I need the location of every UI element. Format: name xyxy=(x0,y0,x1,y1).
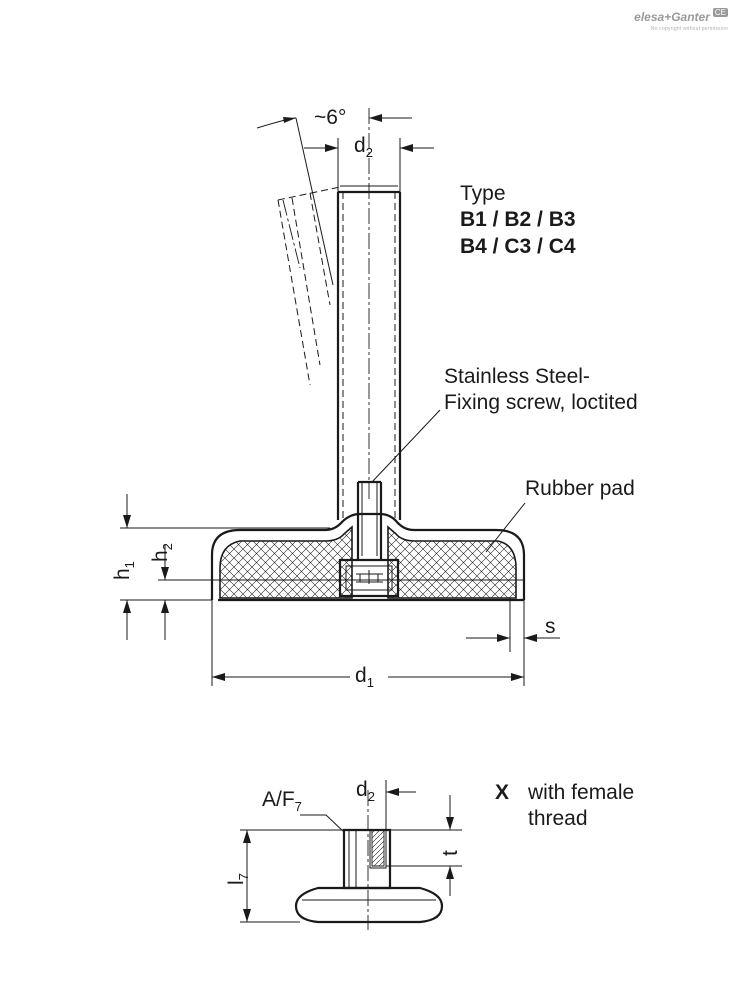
type-heading: Type xyxy=(460,182,506,205)
height-dimensions: h1 h2 xyxy=(111,494,330,640)
l7-label: l7 xyxy=(225,873,251,885)
brand-copyright: No copyright without permission xyxy=(650,26,728,32)
rubber-pad xyxy=(219,525,517,599)
screw-note-line-2: Fixing screw, loctited xyxy=(444,391,638,414)
pad-callout: Rubber pad xyxy=(485,477,635,553)
brand-badge: CE xyxy=(712,8,728,17)
h2-label: h2 xyxy=(149,543,175,562)
angle-label: ~6° xyxy=(314,106,346,129)
angle-dimension: ~6° xyxy=(256,106,412,286)
detail-d2-label: d2 xyxy=(356,778,375,804)
af-callout: A/F7 xyxy=(262,788,345,833)
s-dimension: s xyxy=(466,598,560,652)
threaded-stud xyxy=(336,108,402,520)
fixing-screw xyxy=(338,480,400,598)
type-line-1: B1 / B2 / B3 xyxy=(460,208,576,231)
d2-label: d2 xyxy=(354,134,373,160)
tilted-stud-phantom xyxy=(277,186,341,386)
type-line-2: B4 / C3 / C4 xyxy=(460,235,576,258)
h1-label: h1 xyxy=(111,561,137,580)
screw-callout: Stainless Steel- Fixing screw, loctited xyxy=(371,365,638,483)
detail-note-line-1: with female xyxy=(527,781,634,804)
female-thread-body xyxy=(294,790,444,930)
brand-name: elesa+Ganter xyxy=(634,10,710,24)
af-label: A/F7 xyxy=(262,788,302,814)
detail-note-line-2: thread xyxy=(528,807,588,830)
s-label: s xyxy=(545,615,556,638)
main-view: ~6° d2 Type B1 / B2 / B3 B4 / C3 / C4 St… xyxy=(111,106,638,690)
t-label: t xyxy=(439,850,462,856)
d1-dimension: d1 xyxy=(211,600,525,690)
d1-label: d1 xyxy=(355,664,374,690)
detail-view: d2 A/F7 t l7 X with female thread xyxy=(225,778,634,930)
t-dimension: t xyxy=(386,795,462,896)
d2-dimension: d2 xyxy=(304,134,434,192)
detail-marker: X xyxy=(495,781,509,804)
detail-d2-dimension: d2 xyxy=(356,778,416,830)
pad-note: Rubber pad xyxy=(525,477,635,500)
screw-note-line-1: Stainless Steel- xyxy=(444,365,590,388)
l7-dimension: l7 xyxy=(225,829,344,923)
